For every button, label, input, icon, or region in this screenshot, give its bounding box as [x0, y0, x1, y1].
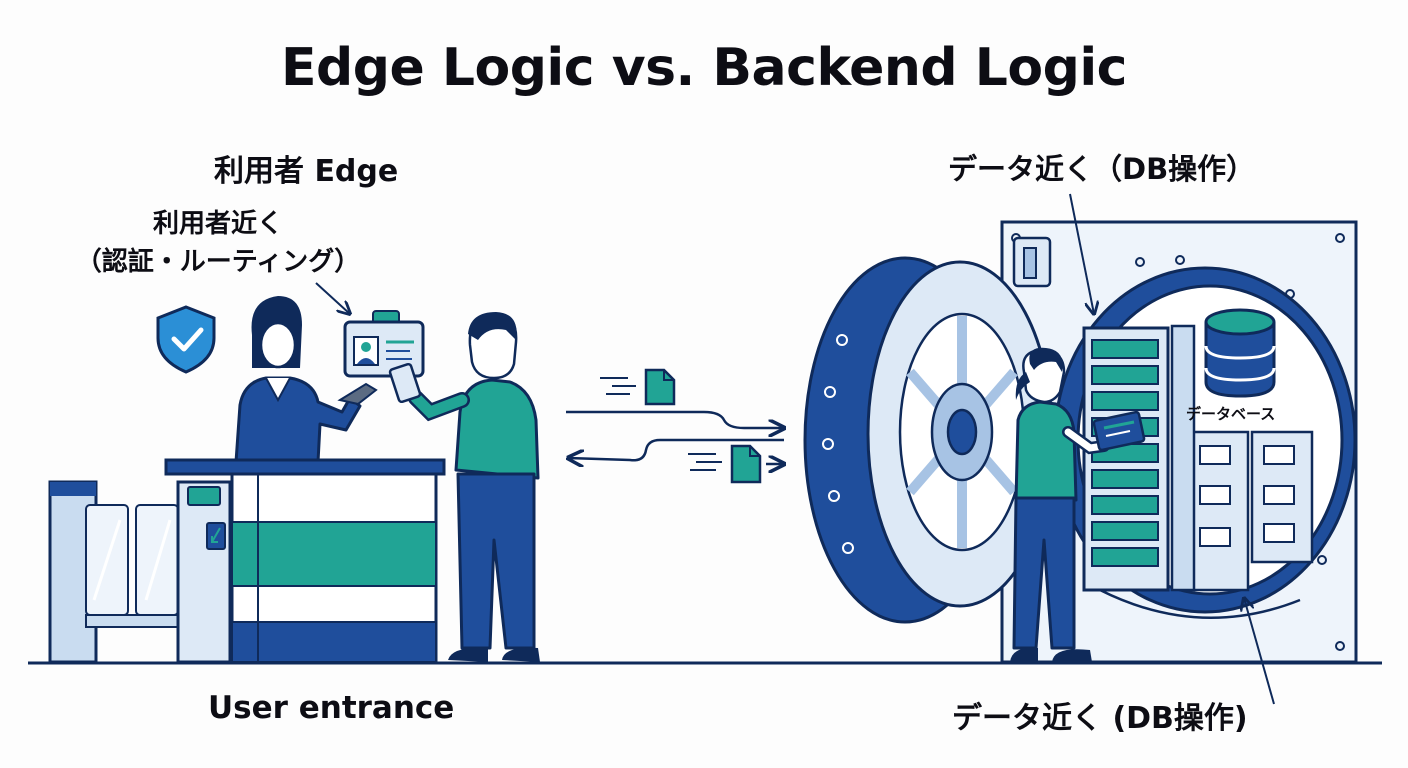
receptionist-figure	[234, 296, 378, 464]
operator-figure	[1010, 347, 1146, 662]
server-rack	[1082, 324, 1196, 592]
filing-cabinets	[1184, 430, 1314, 592]
response-arrow	[568, 438, 784, 460]
request-arrow	[566, 410, 784, 428]
id-badge-icon	[343, 310, 425, 378]
database-label: データベース	[1186, 405, 1276, 423]
reception-desk	[164, 458, 446, 664]
vault-door	[803, 256, 1054, 624]
edge-note-line-2: （認証・ルーティング）	[75, 247, 361, 277]
backend-heading: データ近く（DB操作）	[948, 152, 1256, 186]
backend-footer-label: データ近く (DB操作)	[952, 701, 1248, 736]
edge-heading: 利用者 Edge	[214, 154, 399, 189]
visitor-figure	[388, 312, 540, 662]
shield-check-icon	[156, 305, 216, 374]
request-document-icon	[600, 368, 676, 406]
backend-heading-pointer-arrow	[1069, 193, 1094, 314]
entry-gate	[48, 480, 232, 664]
user-entrance-label: User entrance	[208, 690, 455, 726]
backend-footer-pointer-arrow	[1244, 598, 1275, 705]
note-pointer-arrow	[315, 282, 350, 314]
response-document-icon	[688, 444, 784, 484]
request-response-flow	[566, 368, 784, 484]
edge-note-line-1: 利用者近く	[152, 209, 283, 239]
edge-note: 利用者近く （認証・ルーティング）	[48, 205, 388, 281]
diagram-title: Edge Logic vs. Backend Logic	[281, 38, 1127, 98]
database-icon	[1204, 308, 1276, 398]
